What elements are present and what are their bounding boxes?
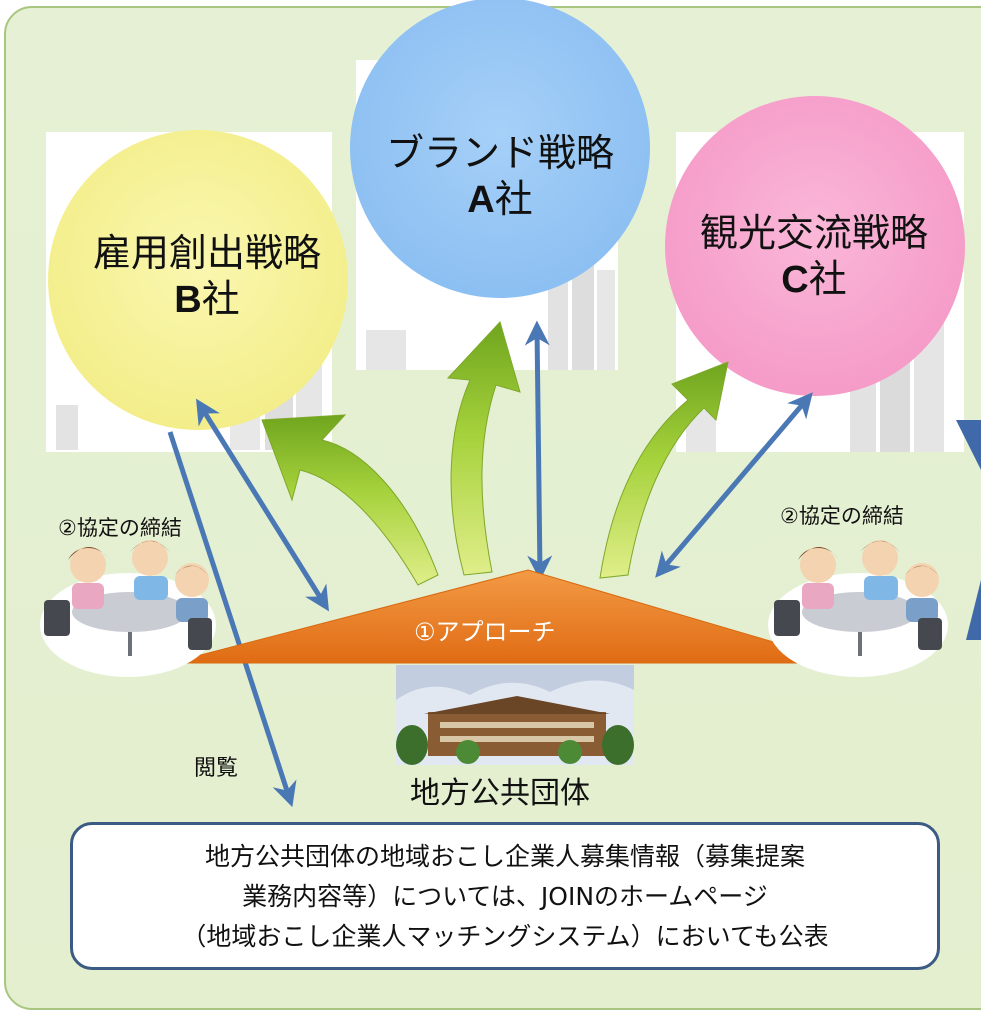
company-c-letter: C [781, 259, 809, 302]
notice-line-1: 地方公共団体の地域おこし企業人募集情報（募集提案 [204, 842, 805, 871]
arrow-agreement-center [524, 320, 553, 581]
approach-label: ①アプローチ [414, 618, 556, 646]
green-arrow-left [261, 414, 439, 586]
government-building-illustration [396, 665, 634, 765]
edge-decoration-top [956, 420, 981, 470]
arrow-agreement-right [655, 392, 813, 578]
diagram-stage: 雇用創出戦略 B社 ブランド戦略 A社 観光交流戦略 C社 ②協定の締結 ②協定… [4, 0, 981, 1010]
notice-line-2: 業務内容等）については、JOINのホームページ [242, 882, 768, 911]
notice-box: 地方公共団体の地域おこし企業人募集情報（募集提案 業務内容等）については、JOI… [70, 822, 940, 970]
company-c-strategy: 観光交流戦略 [699, 211, 928, 255]
government-label: 地方公共団体 [410, 776, 590, 811]
meeting-illustration-right [768, 540, 948, 677]
arrow-browse [167, 431, 297, 808]
circle-company-a [350, 0, 650, 298]
green-arrow-center [446, 321, 521, 576]
circle-company-b [48, 130, 348, 430]
company-a-label: ブランド戦略 A社 [360, 130, 640, 224]
company-a-letter: A [467, 179, 495, 222]
green-arrow-right [599, 361, 729, 579]
diagram-graphics [40, 0, 981, 808]
company-c-label: 観光交流戦略 C社 [664, 210, 964, 304]
company-c-suffix: 社 [808, 257, 847, 302]
meeting-illustration-left [40, 540, 216, 677]
company-b-label: 雇用創出戦略 B社 [62, 230, 352, 324]
notice-line-3: （地域おこし企業人マッチングシステム）においても公表 [181, 922, 829, 951]
agreement-label-left: ②協定の締結 [58, 516, 182, 540]
company-a-strategy: ブランド戦略 [385, 131, 614, 175]
edge-decoration-bottom [966, 580, 981, 640]
agreement-label-right: ②協定の締結 [780, 504, 904, 528]
company-b-suffix: 社 [201, 277, 240, 322]
approach-triangle [169, 569, 846, 664]
arrow-agreement-left [196, 398, 329, 612]
company-b-letter: B [174, 279, 202, 322]
company-a-suffix: 社 [494, 177, 533, 222]
circle-company-c [665, 96, 965, 396]
browse-label: 閲覧 [194, 756, 239, 781]
company-b-strategy: 雇用創出戦略 [92, 231, 321, 275]
